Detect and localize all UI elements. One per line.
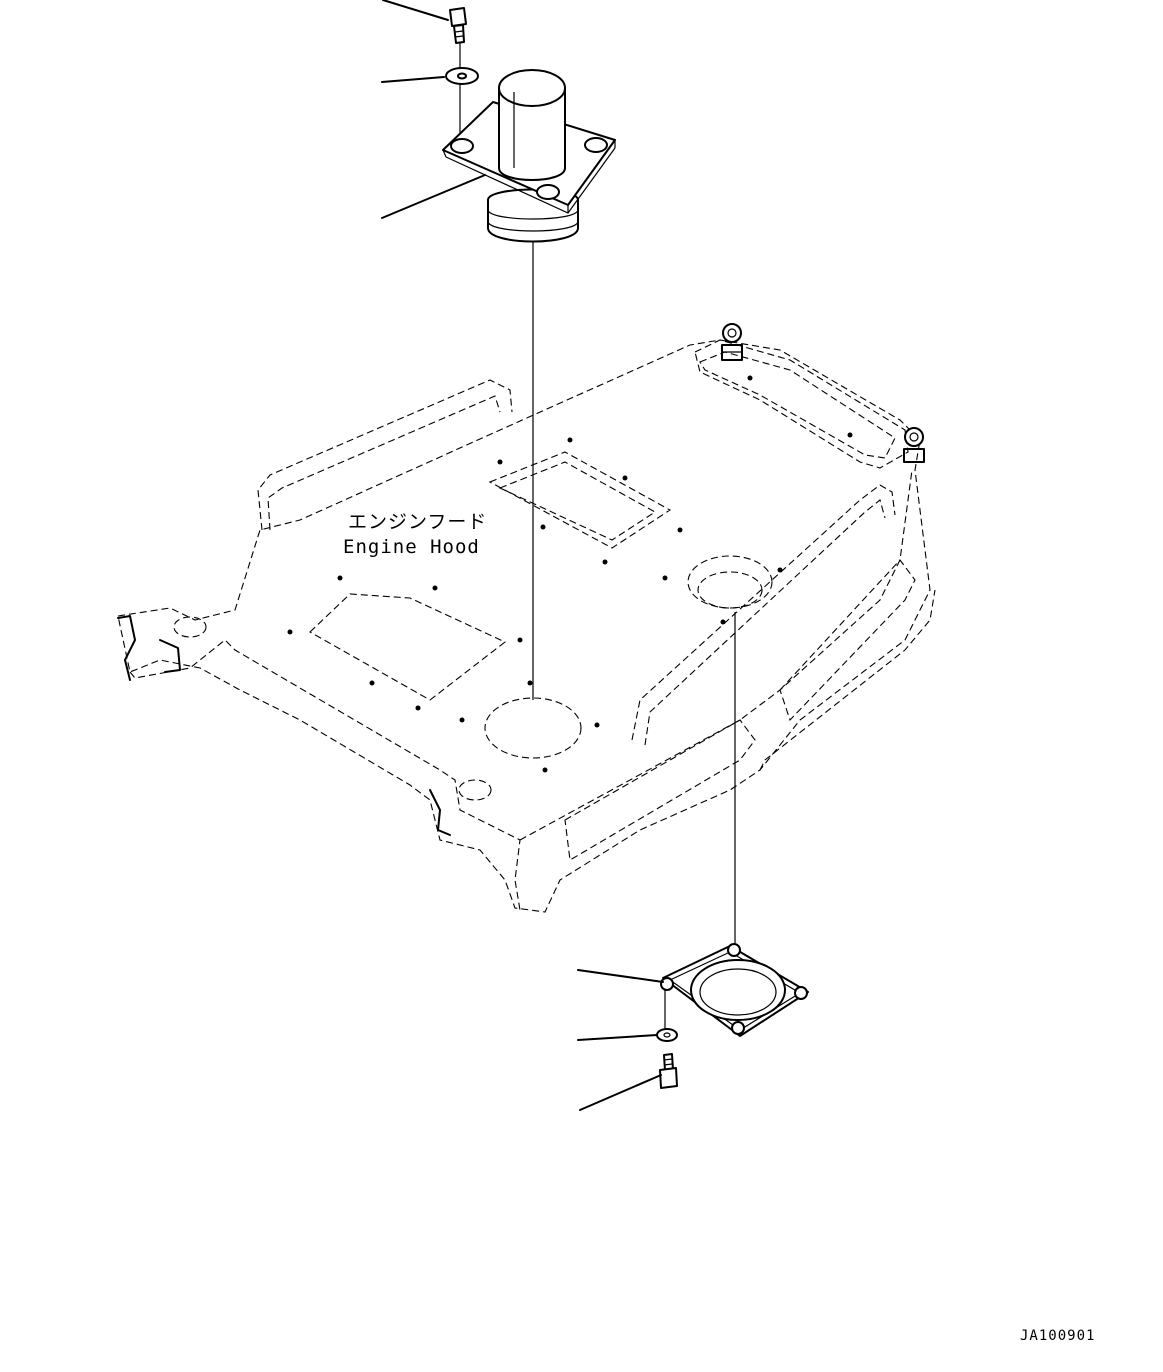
drawing-code: JA100901 xyxy=(1020,1328,1095,1344)
filler-cap-left xyxy=(721,323,743,361)
leader-lines xyxy=(381,0,664,1111)
hood-fastener-dots xyxy=(287,375,853,773)
leader-duct xyxy=(381,174,486,219)
leader-lower-bolt xyxy=(579,1074,662,1111)
lower-flange xyxy=(660,943,809,1037)
label-engine-hood-jp: エンジンフード xyxy=(348,511,487,533)
engine-hood xyxy=(117,323,936,913)
top-washer-icon xyxy=(445,67,479,85)
label-engine-hood-en: Engine Hood xyxy=(343,536,480,558)
leader-top-washer xyxy=(381,76,445,83)
filler-cap-right xyxy=(903,427,925,463)
leader-flange xyxy=(577,969,664,983)
leader-top-bolt xyxy=(382,0,449,21)
intake-duct xyxy=(442,69,616,243)
top-bolt-icon xyxy=(449,7,467,44)
explode-lines xyxy=(459,40,736,1035)
lower-bolt-icon xyxy=(659,1053,678,1089)
leader-lower-washer xyxy=(577,1034,658,1041)
lower-washer-icon xyxy=(656,1028,678,1042)
